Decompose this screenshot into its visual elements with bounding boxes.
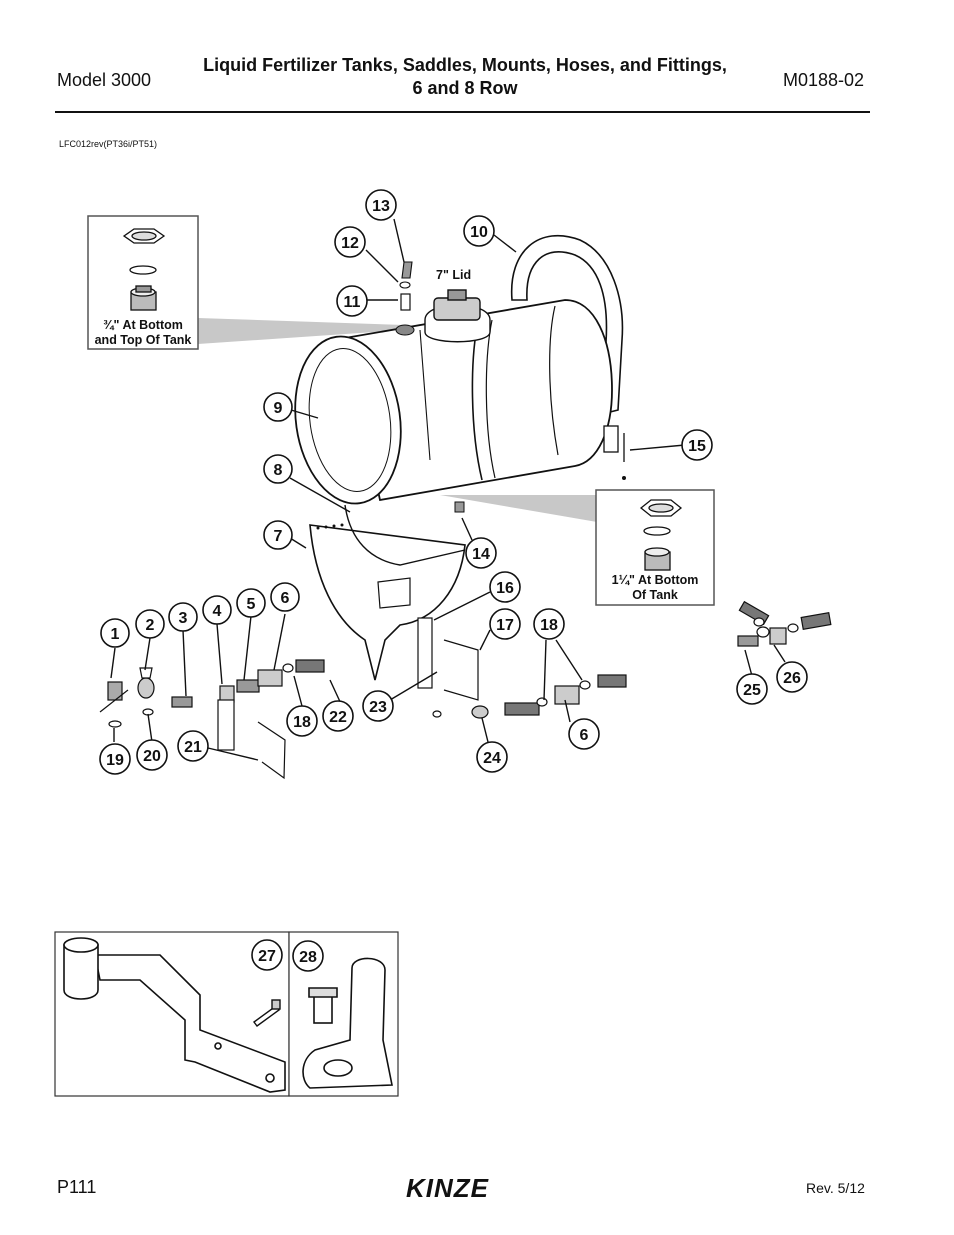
- mount-arm: [63, 937, 286, 1093]
- callout-7: 7: [263, 520, 293, 550]
- inset-top-label-line2: and Top Of Tank: [94, 333, 192, 347]
- svg-text:22: 22: [329, 709, 347, 726]
- callout-12: 12: [334, 226, 366, 258]
- svg-text:2: 2: [146, 617, 155, 634]
- inset-bottom-label: 1¼" At Bottom Of Tank: [596, 573, 714, 603]
- callout-28: 28: [292, 940, 324, 972]
- inset-top-label-line1: ¾" At Bottom: [103, 318, 183, 332]
- model-label: Model 3000: [57, 70, 152, 90]
- callout-6b: 6: [568, 718, 600, 750]
- callout-14: 14: [465, 537, 497, 569]
- svg-text:4: 4: [213, 603, 222, 620]
- callout-10: 10: [463, 215, 495, 247]
- svg-text:11: 11: [344, 294, 361, 311]
- inset-bottom-wedge: [440, 495, 597, 522]
- page-number: P111: [57, 1177, 97, 1197]
- svg-text:21: 21: [184, 739, 202, 756]
- callout-20: 20: [136, 739, 168, 771]
- callout-22: 22: [322, 700, 354, 732]
- svg-text:27: 27: [258, 948, 276, 965]
- inset-top-label: ¾" At Bottom and Top Of Tank: [88, 318, 198, 348]
- svg-text:7: 7: [274, 528, 283, 545]
- callout-1: 1: [100, 618, 130, 648]
- callout-24: 24: [476, 741, 508, 773]
- svg-text:6: 6: [580, 727, 589, 744]
- tank-lid: [424, 289, 491, 343]
- inset-top-parts: [122, 228, 166, 311]
- inset-bottom-label-line1: 1¼" At Bottom: [611, 573, 699, 587]
- inset-bottom-label-line2: Of Tank: [632, 588, 678, 602]
- lid-label: 7" Lid: [436, 268, 472, 282]
- svg-text:17: 17: [496, 617, 514, 634]
- callout-11: 11: [336, 285, 368, 317]
- bolt-27: [253, 999, 281, 1027]
- callout-3: 3: [168, 602, 198, 632]
- fitting-parts-middle: [417, 617, 627, 719]
- fitting-parts-right: [737, 600, 832, 647]
- callout-27: 27: [251, 939, 283, 971]
- svg-text:6: 6: [281, 590, 290, 607]
- callout-18a: 18: [533, 608, 565, 640]
- title-line-1: Liquid Fertilizer Tanks, Saddles, Mounts…: [203, 55, 727, 75]
- callout-25: 25: [736, 673, 768, 705]
- mount-bracket: [302, 957, 393, 1089]
- revision-label: Rev. 5/12: [806, 1180, 865, 1196]
- kinze-logo: KINZE: [404, 1173, 524, 1207]
- svg-text:18: 18: [540, 617, 558, 634]
- svg-text:3: 3: [179, 610, 188, 627]
- svg-text:26: 26: [783, 670, 801, 687]
- callout-5: 5: [236, 588, 266, 618]
- page-title: Liquid Fertilizer Tanks, Saddles, Mounts…: [160, 54, 770, 100]
- svg-text:15: 15: [688, 438, 706, 455]
- callout-18b: 18: [286, 705, 318, 737]
- callout-6a: 6: [270, 582, 300, 612]
- svg-text:9: 9: [274, 400, 283, 417]
- callout-8: 8: [263, 454, 293, 484]
- tank-body: [343, 299, 613, 502]
- callout-19: 19: [99, 743, 131, 775]
- bracket-15: [603, 425, 619, 453]
- callout-13: 13: [365, 189, 397, 221]
- svg-text:8: 8: [274, 462, 283, 479]
- svg-text:13: 13: [372, 198, 390, 215]
- svg-text:24: 24: [483, 750, 501, 767]
- callout-17: 17: [489, 608, 521, 640]
- svg-text:12: 12: [341, 235, 359, 252]
- fitting-parts-left: [99, 659, 325, 780]
- svg-text:14: 14: [472, 546, 490, 563]
- svg-text:1: 1: [111, 626, 120, 643]
- callout-4: 4: [202, 595, 232, 625]
- svg-text:28: 28: [299, 949, 317, 966]
- leader-lines: [110, 218, 786, 761]
- callout-16: 16: [489, 571, 521, 603]
- callout-21: 21: [177, 730, 209, 762]
- figure-code: LFC012rev(PT36i/PT51): [59, 139, 158, 149]
- svg-text:16: 16: [496, 580, 514, 597]
- callout-26: 26: [776, 661, 808, 693]
- inset-bottom-parts: [639, 499, 683, 571]
- title-line-2: 6 and 8 Row: [412, 78, 518, 98]
- svg-text:18: 18: [293, 714, 311, 731]
- callout-15: 15: [681, 429, 713, 461]
- document-number: M0188-02: [783, 70, 865, 90]
- svg-text:23: 23: [369, 699, 387, 716]
- inset-top-wedge: [198, 318, 405, 344]
- svg-text:19: 19: [106, 752, 124, 769]
- svg-text:25: 25: [743, 682, 761, 699]
- svg-text:KINZE: KINZE: [406, 1174, 489, 1202]
- callout-2: 2: [135, 609, 165, 639]
- svg-text:20: 20: [143, 748, 161, 765]
- svg-text:5: 5: [247, 596, 256, 613]
- callout-9: 9: [263, 392, 293, 422]
- header-rule: [55, 111, 870, 113]
- callout-23: 23: [362, 690, 394, 722]
- svg-text:10: 10: [470, 224, 488, 241]
